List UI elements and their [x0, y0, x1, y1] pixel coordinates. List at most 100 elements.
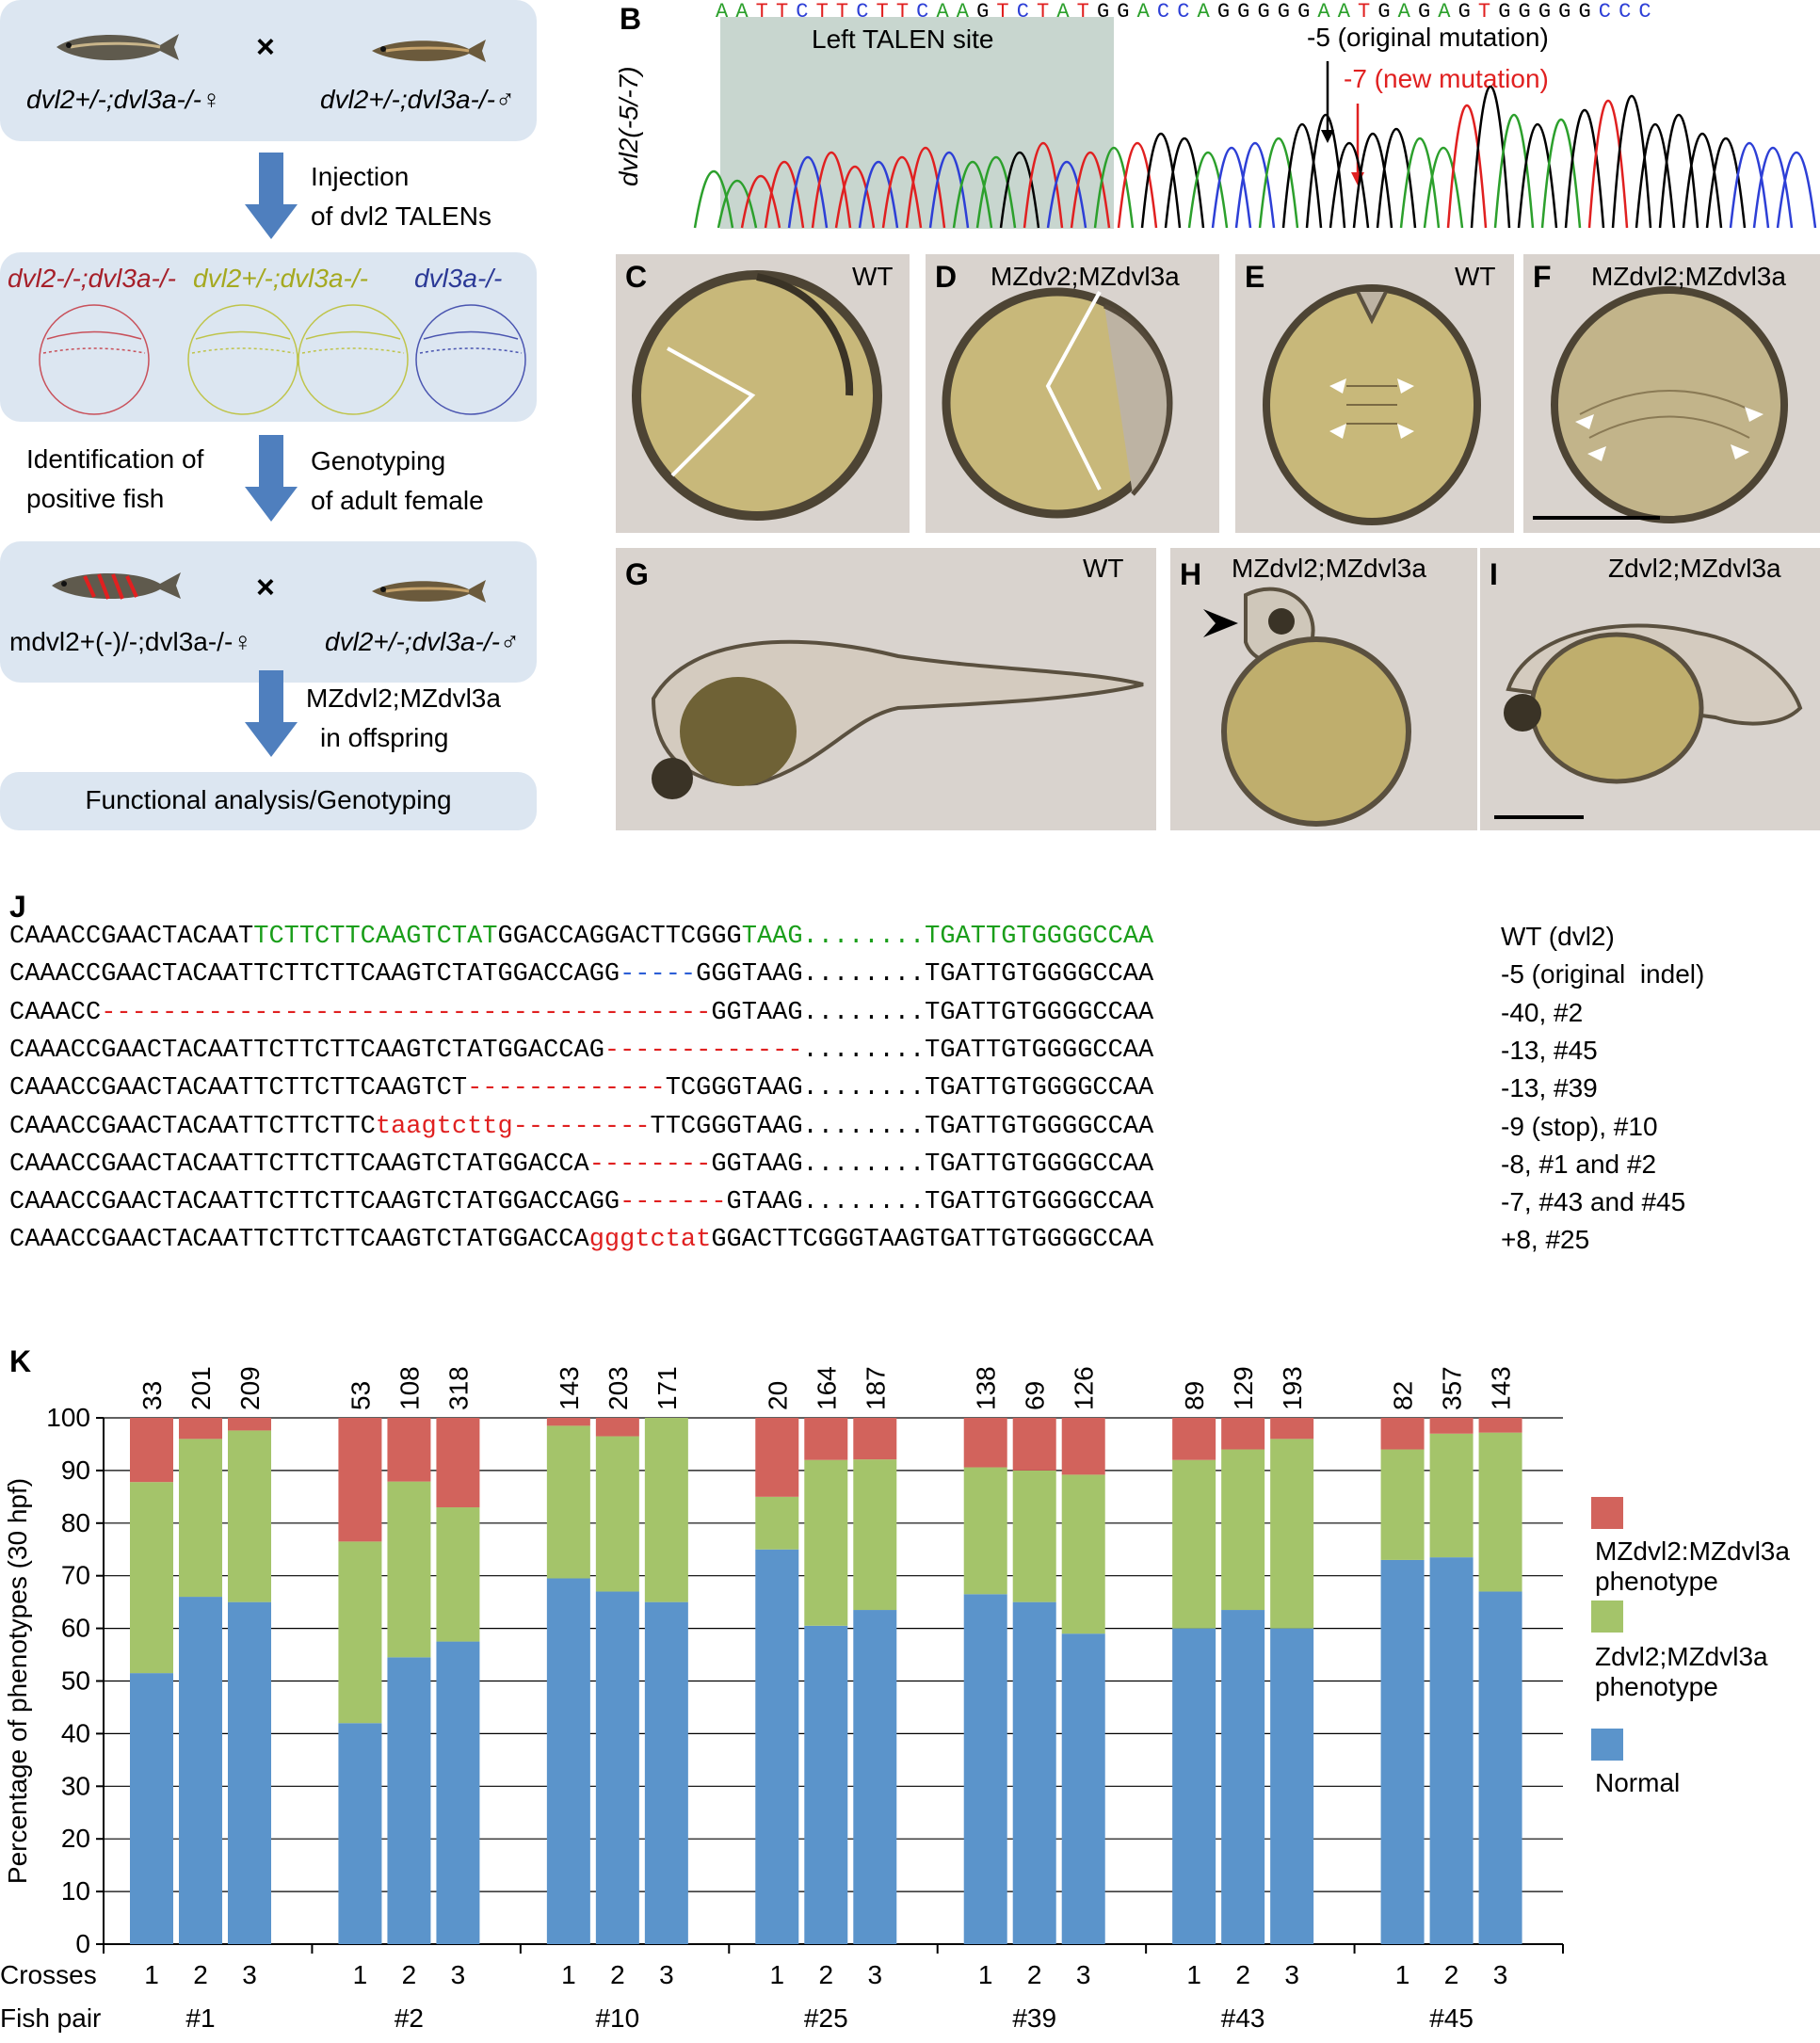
sequence-base: T: [1076, 0, 1097, 24]
cross-label: 1: [1395, 1960, 1410, 1989]
cross-label: 1: [144, 1960, 159, 1989]
step2-left-line1: Identification of: [26, 444, 204, 474]
photo-c: [616, 254, 910, 533]
cross1-male-genotype: dvl2+/-;dvl3a-/-♂: [320, 85, 515, 114]
sequence-base: C: [1638, 0, 1659, 24]
y-tick-label: 10: [61, 1876, 90, 1906]
panel-label-f: F: [1533, 260, 1552, 294]
sequence-note: -5 (original indel): [1501, 959, 1705, 989]
cross-label: 3: [242, 1960, 257, 1989]
down-arrow-icon: [245, 670, 298, 757]
sequence-base: C: [796, 0, 816, 24]
fish-pair-label: #25: [804, 2003, 848, 2033]
chromatogram-peak: [1446, 104, 1488, 229]
sequence-base: A: [1438, 0, 1458, 24]
bar-segment: [546, 1578, 590, 1944]
chromatogram-peak: [1023, 141, 1064, 229]
sequence-row: CAAACCGAACTACAATTCTTCTTCAAGTCTATGGACCAGG…: [9, 960, 1153, 989]
sequence-base: T: [815, 0, 836, 24]
bar-segment: [755, 1496, 799, 1550]
panel-label-b: B: [620, 2, 642, 36]
sequence-base: C: [1016, 0, 1037, 24]
bar-segment: [755, 1549, 799, 1944]
bar-segment: [1429, 1433, 1474, 1558]
cross-label: 2: [1444, 1960, 1459, 1989]
cross-label: 2: [402, 1960, 417, 1989]
n-label: 201: [186, 1366, 216, 1410]
sequence-base: G: [1277, 0, 1298, 24]
sequence-base: T: [1477, 0, 1499, 24]
sequence-base: A: [1197, 0, 1217, 24]
photo-e: [1235, 254, 1514, 533]
sequence-base: A: [1317, 0, 1338, 24]
bar-segment: [387, 1481, 431, 1658]
sequence-segment: CAAACCGAACTACAAT: [9, 923, 254, 951]
sequence-segment: CAAACC: [9, 998, 102, 1027]
legend-z-line1: Zdvl2;MZdvl3a: [1595, 1642, 1768, 1671]
chromatogram-peak: [787, 156, 829, 229]
sequence-base: T: [755, 0, 776, 24]
bar-segment: [1270, 1418, 1314, 1440]
sequence-base: T: [895, 0, 917, 24]
sequence-segment: -------------: [467, 1074, 666, 1103]
bar-segment: [1061, 1633, 1105, 1944]
bar-segment: [644, 1418, 688, 1602]
n-label: 143: [1487, 1366, 1516, 1410]
chromatogram-peak: [952, 161, 993, 229]
sequence-base: G: [976, 0, 997, 24]
sequence-base: A: [1056, 0, 1077, 24]
y-tick-label: 80: [61, 1508, 90, 1537]
chromatogram-peak: [740, 175, 781, 229]
final-box: [0, 772, 537, 830]
bar-segment: [179, 1418, 222, 1440]
y-tick-label: 40: [61, 1718, 90, 1747]
sequence-base: C: [856, 0, 877, 24]
cross-label: 1: [1186, 1960, 1201, 1989]
bar-segment: [1061, 1474, 1105, 1634]
chromatogram-peak: [1281, 122, 1323, 229]
sequence-segment: GTAAG........TGATTGTGGGGCCAA: [726, 1188, 1154, 1217]
n-label: 69: [1021, 1381, 1050, 1410]
cross-label: 2: [1027, 1960, 1042, 1989]
sequence-segment: CAAACCGAACTACAATTCTTCTTCAAGTCTATGGACCAGG: [9, 1188, 620, 1217]
bar-segment: [436, 1507, 480, 1642]
sequence-segment: GGACTTCGGGTAAGTGATTGTGGGGCCAA: [711, 1226, 1154, 1255]
bar-segment: [1172, 1628, 1216, 1944]
photo-d-label: MZdv2;MZdvl3a: [991, 262, 1180, 291]
female-fish-icon: [56, 34, 179, 61]
sequence-row: CAAACCGAACTACAATTCTTCTTCAAGTCTATGGACCAGG…: [9, 923, 1153, 951]
sequence-base: G: [1538, 0, 1559, 24]
chromatogram-peak: [1423, 146, 1464, 229]
fish-pair-label: #10: [595, 2003, 639, 2033]
sequence-segment: GGACCAGGACTTCGGG: [497, 923, 742, 951]
cross2-male-genotype: dvl2+/-;dvl3a-/-♂: [325, 627, 520, 656]
fish-pair-row-label: Fish pair: [0, 2003, 101, 2033]
y-tick-label: 20: [61, 1824, 90, 1853]
sequence-note: WT (dvl2): [1501, 922, 1615, 951]
bar-segment: [546, 1425, 590, 1579]
sequence-segment: TAAG........TGATTGTGGGGCCAA: [741, 923, 1154, 951]
bar-segment: [1380, 1559, 1425, 1944]
chromatogram-peak: [1705, 137, 1747, 229]
sequence-segment: ----------------------------------------: [101, 998, 712, 1027]
step2-left-line2: positive fish: [26, 484, 165, 513]
chromatogram-sequence: AATTCTTCTTCAAGTCTATGGACCAGGGGGAATGAGAGTG…: [716, 0, 1659, 24]
chromatogram-peak: [764, 161, 805, 229]
bar-segment: [179, 1439, 222, 1598]
bar-segment: [963, 1418, 1007, 1468]
chromatogram-peak: [1211, 146, 1252, 229]
bar-segment: [546, 1418, 590, 1426]
panel-label-d: D: [935, 260, 958, 294]
down-arrow-icon: [245, 153, 298, 239]
bar-segment: [1380, 1449, 1425, 1560]
photo-h-label: MZdvl2;MZdvl3a: [1232, 554, 1426, 583]
bar-segment: [228, 1601, 271, 1944]
crosses-row-label: Crosses: [0, 1960, 97, 1989]
sequence-base: T: [1037, 0, 1057, 24]
bar-segment: [1429, 1557, 1474, 1944]
male-fish-icon: [372, 40, 486, 62]
chromatogram-ylabel: dvl2(-5/-7): [614, 66, 643, 186]
bar-segment: [338, 1541, 382, 1724]
photo-d: [926, 254, 1219, 533]
sequence-base: G: [1216, 0, 1238, 24]
